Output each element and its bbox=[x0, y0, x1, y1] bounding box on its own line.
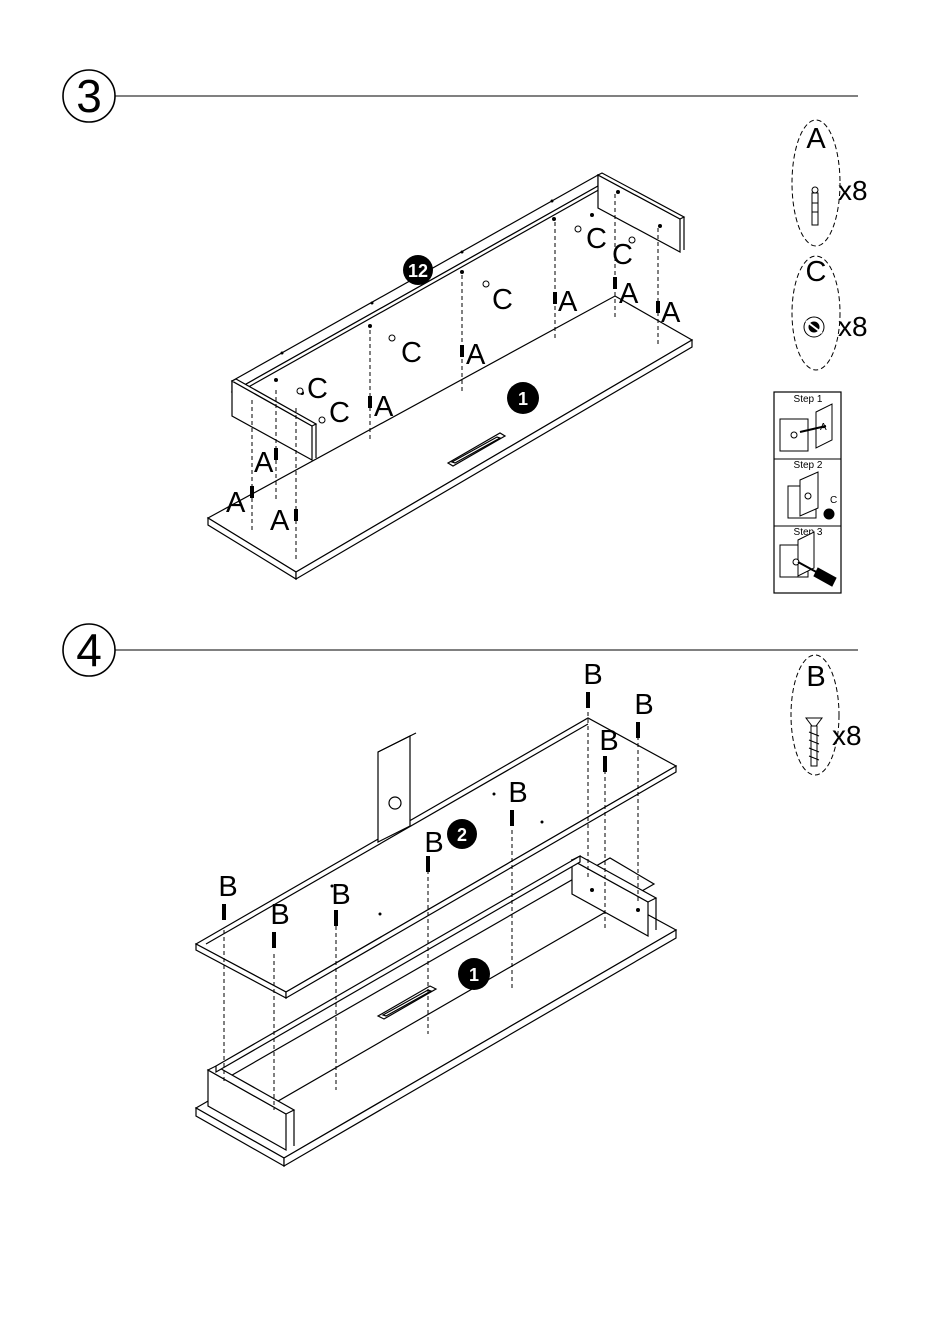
step-4-section: 4 bbox=[63, 624, 862, 1166]
badge-number: 12 bbox=[408, 261, 428, 281]
callout-a: A bbox=[226, 487, 246, 519]
cam-lock-icon bbox=[804, 317, 824, 337]
step-number: 4 bbox=[76, 624, 102, 676]
callout-a: A bbox=[466, 339, 486, 371]
callout-b: B bbox=[218, 871, 237, 903]
callout-c: C bbox=[612, 239, 633, 271]
callout-a: A bbox=[270, 505, 290, 537]
inset-part-label: A bbox=[820, 422, 827, 433]
callout-b: B bbox=[508, 777, 527, 809]
cam-bolt-icon bbox=[812, 187, 818, 225]
callout-c: C bbox=[329, 397, 350, 429]
hardware-letter: C bbox=[806, 256, 827, 288]
callout-c: C bbox=[586, 223, 607, 255]
panel-badge: 1 bbox=[507, 382, 539, 414]
panel-badge: 12 bbox=[403, 255, 433, 285]
callout-a: A bbox=[558, 286, 578, 318]
badge-number: 2 bbox=[457, 825, 467, 845]
panel-badge: 2 bbox=[447, 819, 477, 849]
hardware-legend-b: B x8 bbox=[791, 655, 862, 775]
hardware-quantity: x8 bbox=[838, 175, 868, 206]
hardware-letter: B bbox=[806, 661, 825, 693]
callout-b: B bbox=[599, 725, 618, 757]
callout-a: A bbox=[619, 278, 639, 310]
step-number: 3 bbox=[76, 70, 102, 122]
callout-c: C bbox=[492, 284, 513, 316]
badge-number: 1 bbox=[518, 389, 528, 409]
callout-a: A bbox=[661, 297, 681, 329]
callout-b: B bbox=[634, 689, 653, 721]
hardware-legend-c: C x8 bbox=[792, 256, 868, 370]
badge-number: 1 bbox=[469, 965, 479, 985]
hardware-letter: A bbox=[806, 123, 826, 155]
callout-b: B bbox=[583, 659, 602, 691]
inset-part-label: C bbox=[830, 495, 837, 506]
callout-a: A bbox=[374, 391, 394, 423]
screw-icon bbox=[806, 718, 822, 766]
callout-a: A bbox=[254, 447, 274, 479]
callout-b: B bbox=[331, 879, 350, 911]
callout-c: C bbox=[401, 337, 422, 369]
callout-b: B bbox=[270, 899, 289, 931]
inset-step-label: Step 1 bbox=[794, 394, 823, 405]
hardware-legend-a: A x8 bbox=[792, 120, 868, 246]
callout-b: B bbox=[424, 827, 443, 859]
inset-step-box: Step 1 Step 2 Step 3 A C bbox=[774, 392, 841, 593]
step-3-section: 3 bbox=[63, 70, 868, 593]
inset-step-label: Step 2 bbox=[794, 460, 823, 471]
hardware-quantity: x8 bbox=[832, 720, 862, 751]
callout-c: C bbox=[307, 373, 328, 405]
hardware-quantity: x8 bbox=[838, 311, 868, 342]
panel-badge: 1 bbox=[458, 958, 490, 990]
